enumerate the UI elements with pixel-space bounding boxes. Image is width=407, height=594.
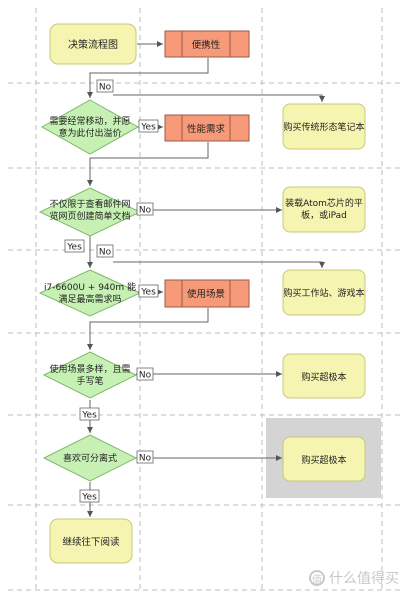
edge-no-workstation: [113, 261, 325, 268]
continue-node-label: 继续往下阅读: [62, 536, 120, 548]
edge-performance-qlight: [87, 142, 209, 186]
edge-label-no-3: No: [99, 248, 112, 258]
decision-mobile: 需要经常移动，并愿 意为此付出溢价: [40, 99, 140, 155]
decision-diverse: 使用场景多样，且需 手写笔: [42, 351, 138, 399]
atom-tablet-line2: 板，或iPad: [301, 209, 347, 221]
decision-diverse-line1: 使用场景多样，且需: [49, 363, 130, 375]
portability-node-label: 便携性: [192, 39, 221, 51]
buy-ultrabook-label-2: 购买超极本: [301, 454, 346, 466]
atom-tablet-node: 装载Atom芯片的平 板，或iPad: [282, 186, 366, 233]
decision-mobile-line2: 意为此付出溢价: [58, 127, 121, 139]
decision-i7: i7-6600U + 940m 能 满足最高需求吗: [38, 269, 142, 317]
edge-label-no-5: No: [139, 454, 152, 464]
edge-labels: No Yes No Yes No Yes No Yes No Yes: [66, 83, 156, 503]
edge-label-yes-2: Yes: [66, 243, 82, 253]
edge-label-yes-1: Yes: [140, 123, 156, 133]
buy-workstation-label: 购买工作站、游戏本: [283, 287, 364, 299]
decision-mobile-line1: 需要经常移动，并愿: [49, 115, 130, 127]
performance-node-label: 性能需求: [187, 123, 226, 135]
decision-light-line2: 览网页创建简单文档: [49, 210, 130, 222]
usage-scenario-node: 使用场景: [164, 279, 250, 308]
edge-label-no-4: No: [139, 371, 152, 381]
usage-scenario-label: 使用场景: [187, 288, 225, 300]
start-node-label: 决策流程图: [68, 38, 118, 51]
decision-i7-line2: 满足最高需求吗: [58, 293, 121, 305]
decision-light-use: 不仅限于查看邮件网 览网页创建简单文档: [38, 187, 142, 237]
watermark: 值 什么值得买: [309, 568, 399, 588]
performance-node: 性能需求: [164, 114, 250, 142]
edge-label-yes-3: Yes: [140, 288, 156, 298]
atom-tablet-line1: 装载Atom芯片的平: [285, 197, 363, 209]
watermark-text: 什么值得买: [329, 571, 399, 587]
decision-diverse-line2: 手写笔: [76, 375, 103, 387]
continue-node: 继续往下阅读: [49, 518, 133, 564]
buy-traditional-node: 购买传统形态笔记本: [282, 103, 366, 150]
buy-workstation-node: 购买工作站、游戏本: [282, 269, 366, 316]
edge-usage-qdiverse: [87, 308, 209, 350]
decision-light-line1: 不仅限于查看邮件网: [49, 198, 130, 210]
edge-label-yes-5: Yes: [81, 493, 97, 503]
decision-detachable-label: 喜欢可分离式: [63, 452, 117, 464]
decision-detachable: 喜欢可分离式: [42, 434, 138, 482]
buy-traditional-label: 购买传统形态笔记本: [283, 121, 364, 133]
edge-no-traditional: [113, 94, 325, 102]
swimlane-grid: [8, 8, 400, 591]
edge-label-boxes: [64, 79, 159, 503]
buy-ultrabook-node-2: 购买超极本: [282, 436, 366, 482]
edge-label-no-2: No: [139, 206, 152, 216]
edge-portability-qmobile: [87, 58, 209, 98]
portability-node: 便携性: [164, 30, 250, 58]
buy-ultrabook-label-1: 购买超极本: [301, 371, 346, 383]
decision-i7-line1: i7-6600U + 940m 能: [44, 281, 136, 293]
edge-label-yes-4: Yes: [81, 411, 97, 421]
start-node: 决策流程图: [49, 23, 137, 65]
buy-ultrabook-node-1: 购买超极本: [282, 353, 366, 399]
edge-label-no-1: No: [99, 83, 112, 93]
watermark-logo-icon: 值: [309, 570, 325, 586]
